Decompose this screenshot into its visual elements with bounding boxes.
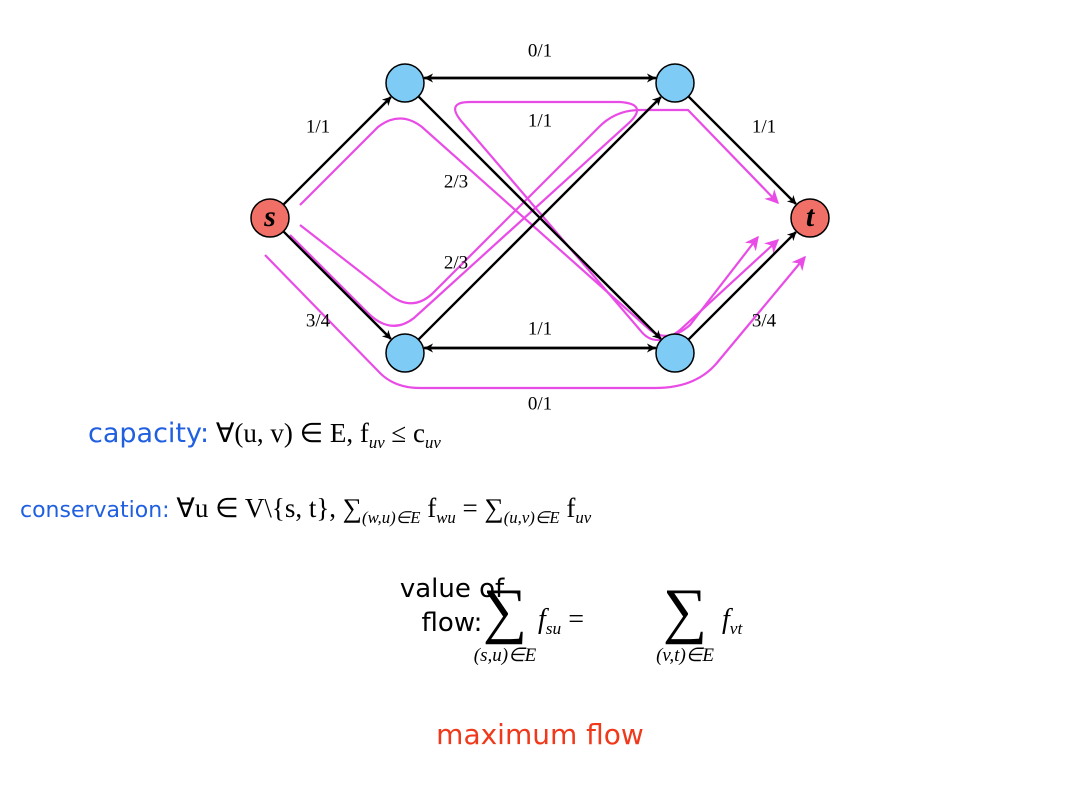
sink-sum-limits: (v,t)∈E [656, 645, 714, 666]
conservation-part-2: f [420, 493, 437, 523]
conservation-keyword: conservation: [20, 498, 170, 523]
conservation-sub-3: (u,v)∈E [503, 507, 560, 527]
value-of-flow-label: value of flow: [392, 572, 512, 640]
maximum-flow-title: maximum flow [436, 718, 644, 751]
conservation-constraint: conservation: ∀u ∈ V\{s, t}, ∑(w,u)∈E fw… [20, 493, 591, 528]
node-label-s: s [263, 200, 276, 233]
capacity-constraint: capacity: ∀(u, v) ∈ E, fuv ≤ cuv [88, 418, 441, 453]
source-sum-limits: (s,u)∈E [473, 645, 537, 666]
conservation-sub-4: uv [575, 507, 592, 527]
sink-sum: ∑ (v,t)∈E [620, 580, 750, 667]
sink-term: f [722, 604, 730, 635]
value-label-line-1: value of [399, 574, 505, 604]
source-sum: ∑ (s,u)∈E [440, 580, 570, 667]
node-a [385, 63, 425, 103]
node-d [655, 333, 695, 373]
edge-label-a-d: 2/3 [444, 171, 468, 192]
sigma-symbol-2: ∑ [662, 577, 708, 645]
augmenting-path-1 [299, 117, 759, 337]
augmenting-paths [264, 100, 806, 390]
node-b [655, 63, 695, 103]
capacity-rule: ∀(u, v) ∈ E, f [215, 418, 369, 448]
edge-label-b-a: 1/1 [528, 110, 552, 131]
sink-term-sub: vt [729, 619, 743, 639]
node-s [250, 198, 290, 238]
source-term-sub: su [545, 619, 562, 639]
edge-label-layer: 1/1 3/4 0/1 1/1 1/1 0/1 2/3 2/3 1/1 3/4 [306, 40, 777, 414]
edge-label-s-c: 3/4 [306, 310, 331, 331]
node-t [790, 198, 830, 238]
edge-label-c-d: 1/1 [528, 318, 552, 339]
edge-label-a-b: 0/1 [528, 40, 552, 61]
conservation-sub-1: (w,u)∈E [362, 507, 421, 527]
sink-sum-term: fvt [722, 604, 742, 639]
edge-s-c [282, 230, 392, 340]
conservation-part-3: = ∑ [455, 493, 504, 523]
augmenting-path-2 [299, 108, 779, 305]
edge-label-d-t: 3/4 [752, 310, 777, 331]
equals-sign: = [561, 604, 585, 635]
sigma-symbol-1: ∑ [482, 577, 528, 645]
conservation-part-4: f [559, 493, 576, 523]
source-sum-term: fsu = [538, 604, 584, 639]
conservation-sub-2: wu [436, 507, 456, 527]
edge-label-c-b: 2/3 [444, 252, 468, 273]
edge-d-t [687, 231, 797, 341]
edge-label-b-t: 1/1 [752, 116, 776, 137]
node-label-t: t [806, 200, 816, 233]
node-c [385, 333, 425, 373]
augmenting-path-4 [264, 254, 806, 390]
edge-label-d-c: 0/1 [528, 393, 552, 414]
capacity-sub-2: uv [424, 432, 441, 452]
augmenting-path-3 [289, 100, 780, 342]
edge-label-s-a: 1/1 [306, 116, 330, 137]
source-term: f [538, 604, 546, 635]
capacity-sub-1: uv [368, 432, 385, 452]
edge-c-b [417, 96, 662, 341]
edge-s-a [282, 96, 392, 206]
value-label-line-2: flow: [421, 608, 483, 638]
capacity-op: ≤ c [384, 418, 425, 448]
conservation-part-1: ∀u ∈ V\{s, t}, ∑ [176, 493, 363, 523]
edge-layer [282, 73, 797, 353]
edge-b-t [687, 95, 797, 205]
capacity-keyword: capacity: [88, 418, 210, 449]
